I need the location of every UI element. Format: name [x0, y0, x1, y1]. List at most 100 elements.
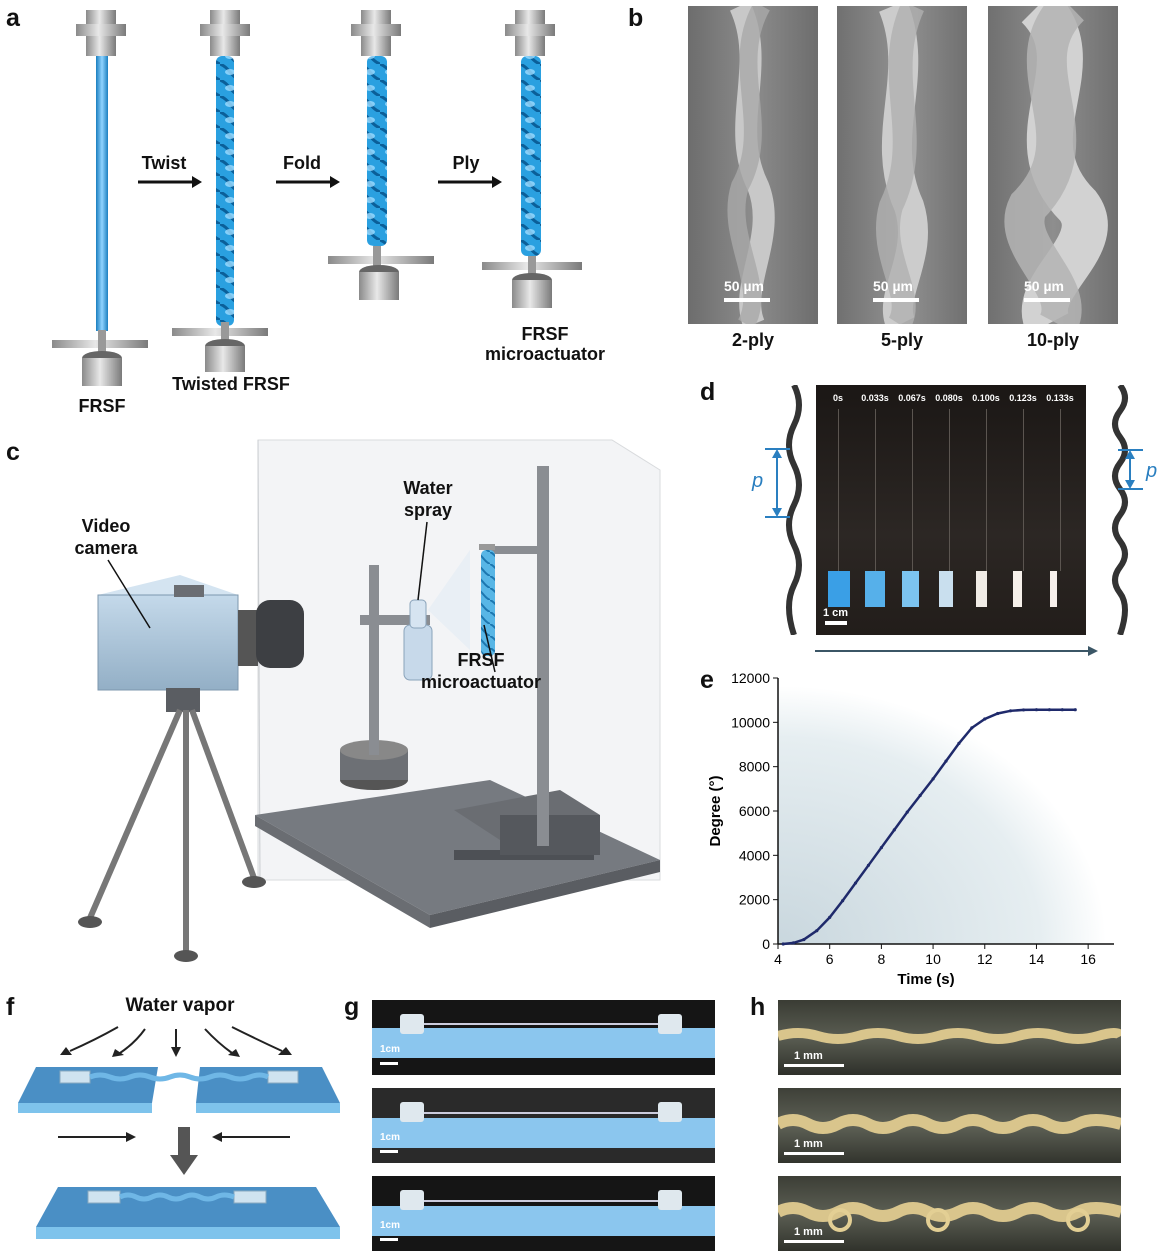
frame-fiber [838, 409, 839, 571]
frame-paper-flag [1050, 571, 1057, 607]
frame-time-label: 0s [832, 393, 843, 403]
sem-5ply-label: 5-ply [880, 330, 923, 350]
h1-scale-text: 1 mm [794, 1050, 823, 1062]
series-line [783, 708, 1076, 946]
y-axis-label: Degree (°) [707, 775, 724, 846]
d-scale-bar [825, 621, 847, 625]
panel-h-letter: h [750, 993, 766, 1021]
panel-e-letter: e [700, 666, 714, 694]
frame-fiber [1060, 409, 1061, 571]
data-point [828, 915, 832, 919]
clamp-4 [505, 10, 555, 56]
frame-time-label: 0.033s [861, 393, 889, 403]
panel-f-illustration [18, 1026, 340, 1239]
g1-scale-text: 1cm [380, 1044, 401, 1055]
y-tick-label: 2000 [739, 892, 770, 908]
frame-time-label: 0.067s [898, 393, 926, 403]
pitch-label-left: p [752, 470, 764, 492]
h-photo-2: 1 mm [778, 1088, 1121, 1163]
microactuator-label-line1: FRSF [521, 324, 569, 344]
frame-time-label: 0.123s [1009, 393, 1037, 403]
frame-fiber [912, 409, 913, 571]
video-camera-label-line2: camera [74, 538, 138, 558]
panel-a-illustration [52, 10, 582, 386]
g3-scale-text: 1cm [380, 1220, 401, 1231]
frsf-label: FRSF [78, 396, 126, 416]
g-photo-1: 1cm [372, 1000, 715, 1075]
data-point [996, 711, 1000, 716]
h-photo-3: 1 mm [778, 1176, 1121, 1251]
data-point [1021, 708, 1026, 712]
g-photo-3: 1cm [372, 1176, 715, 1251]
x-tick-label: 14 [1029, 951, 1045, 967]
water-spray-label-line2: spray [403, 500, 453, 520]
data-point [892, 828, 896, 832]
data-point [879, 845, 883, 850]
frame-paper-flag [865, 571, 885, 607]
panel-a-letter: a [6, 4, 20, 32]
panel-d-letter: d [700, 378, 716, 406]
x-tick-label: 6 [826, 951, 834, 967]
data-point [802, 937, 806, 942]
x-tick-label: 4 [774, 951, 782, 967]
panel-f-letter: f [6, 993, 15, 1021]
twisted-frsf-label: Twisted FRSF [172, 374, 290, 394]
x-axis-label: Time (s) [897, 971, 954, 988]
sem-10ply-scale-text: 50 µm [1024, 278, 1064, 294]
h2-scale-text: 1 mm [794, 1138, 823, 1150]
data-point [905, 810, 909, 814]
frame-paper-flag [828, 571, 850, 607]
twist-label: Twist [141, 153, 187, 173]
data-point [866, 863, 871, 867]
frame-fiber [949, 409, 950, 571]
water-vapor-label: Water vapor [125, 995, 235, 1016]
data-point [781, 942, 785, 946]
y-tick-label: 12000 [731, 670, 770, 686]
y-tick-label: 8000 [739, 759, 770, 775]
fold-label: Fold [283, 153, 321, 173]
pitch-label-right: p [1146, 460, 1158, 482]
data-point [815, 929, 819, 933]
d-scale-text: 1 cm [823, 607, 849, 619]
frame-time-label: 0.133s [1046, 393, 1074, 403]
y-tick-label: 0 [762, 936, 770, 952]
sem-2ply-scale-bar [724, 298, 770, 302]
data-point [983, 717, 987, 721]
data-point [918, 793, 922, 798]
c-microactuator-label-line2: microactuator [420, 672, 542, 692]
frame-paper-flag [902, 571, 919, 607]
sem-2ply-label: 2-ply [731, 330, 774, 350]
microactuator-label-line2: microactuator [484, 344, 606, 364]
frame-time-label: 0.100s [972, 393, 1000, 403]
sem-image-10ply: 50 µm [988, 6, 1118, 324]
data-point [853, 881, 858, 885]
sem-image-5ply: 50 µm [837, 6, 967, 324]
data-point [1073, 708, 1077, 712]
h3-scale-text: 1 mm [794, 1226, 823, 1238]
data-point [1034, 708, 1039, 712]
pitch-fiber-left [786, 385, 802, 635]
x-tick-label: 16 [1080, 951, 1096, 967]
c-microactuator-label-line1: FRSF [457, 650, 505, 670]
data-point [1047, 708, 1051, 712]
data-point [957, 741, 961, 745]
sem-10ply-scale-bar [1024, 298, 1070, 302]
sem-5ply-scale-text: 50 µm [873, 278, 913, 294]
chart-background [778, 686, 1106, 944]
frame-paper-flag [1013, 571, 1022, 607]
x-tick-label: 12 [977, 951, 993, 967]
frame-time-label: 0.080s [935, 393, 963, 403]
y-tick-label: 6000 [739, 803, 770, 819]
g-photo-2: 1cm [372, 1088, 715, 1163]
water-spray-label-line1: Water [403, 478, 453, 498]
frame-paper-flag [976, 571, 987, 607]
y-tick-label: 4000 [739, 847, 770, 863]
clamp-1 [76, 10, 126, 56]
sem-image-2ply: 50 µm [688, 6, 818, 324]
y-tick-label: 10000 [731, 714, 770, 730]
pitch-fiber-right [1112, 385, 1128, 635]
sem-2ply-scale-text: 50 µm [724, 278, 764, 294]
panel-c-setup-illustration [78, 439, 661, 962]
ply-label: Ply [452, 153, 480, 173]
g2-scale-text: 1cm [380, 1132, 401, 1143]
